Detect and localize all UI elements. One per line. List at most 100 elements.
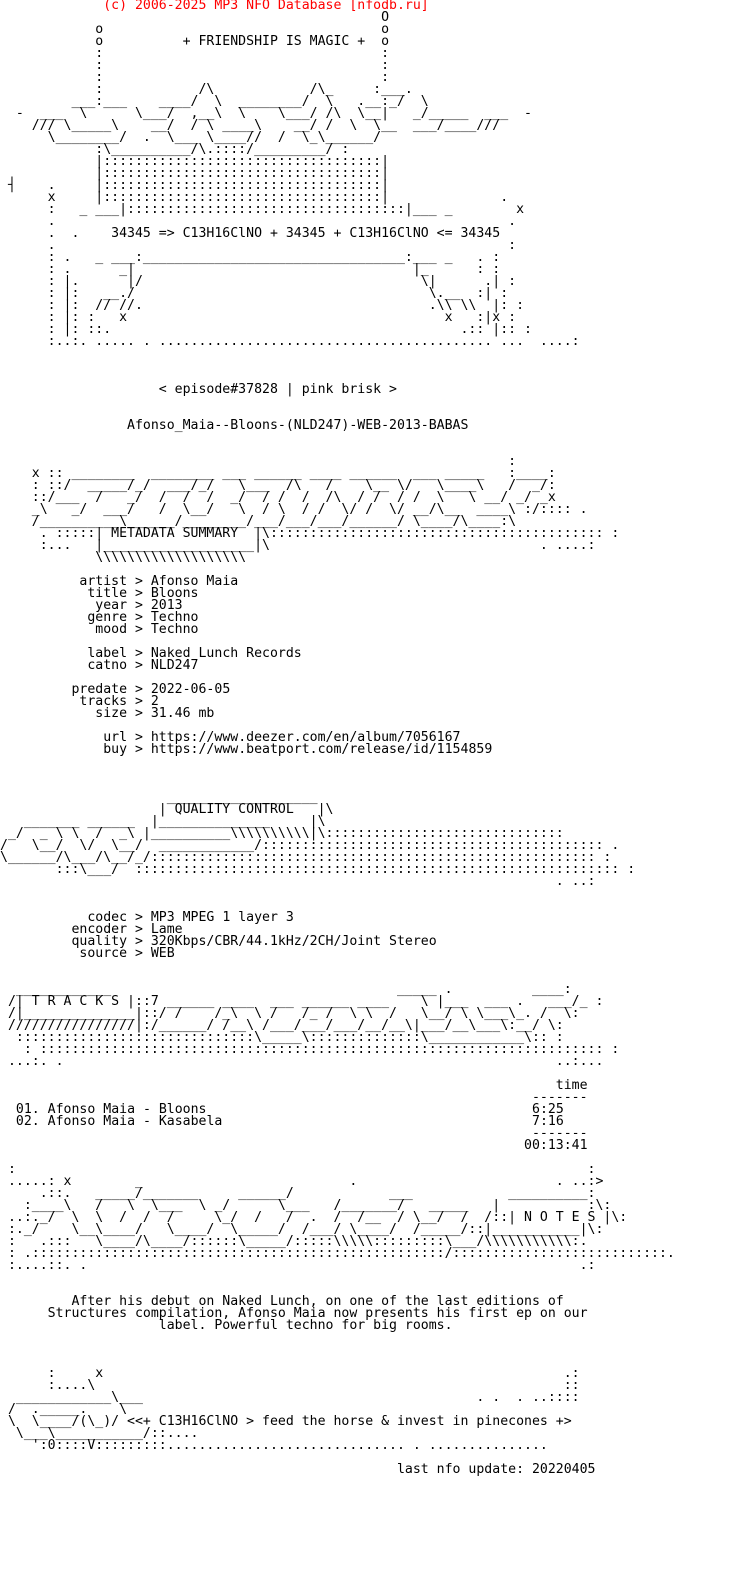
art-line: /__________\______/________/___/___/___/… [0,514,517,529]
metadata-row-tracks: tracks > 2 [0,694,159,709]
art-line: : [0,454,517,469]
footer-art: : x .: :....\ :: ____________\___ [0,1366,736,1453]
art-line: .....: x _ . . ..:> [0,1174,604,1189]
art-line: | QUALITY CONTROL |\ [0,802,334,817]
art-line: \______/\___/\__/_/:::::::::::::::::::::… [0,850,612,865]
art-line: \ \____/(\_)/ <<+ C13H16ClNO > feed the … [0,1414,572,1429]
art-line: ___________________ [0,790,318,805]
art-line: . ..: [0,874,596,889]
metadata-row-size: size > 31.46 mb [0,706,215,721]
art-line: : /\ /\_ :___. [0,82,413,97]
encoder-value: Lame [150,922,183,937]
art-line: _/ _ \ \ / _\ |__________\\\\\\\\\\|\:::… [0,826,564,841]
art-line: :____\ / \ \___ \ _/ \___ /_______/ ____… [0,1198,612,1213]
track-number: 02. [15,1114,40,1129]
art-line: o o [0,22,390,37]
art-line: |:::::::::::::::::::::::::::::::::::| [0,154,390,169]
size-value: 31.46 mb [150,706,215,721]
time-column-header: time [555,1078,588,1093]
nfo-document: (c) 2006-2025 MP3 NFO Database [nfodb.ru… [0,0,736,1477]
tracks-value: 2 [150,694,159,709]
track-name: Afonso Maia - Bloons [47,1102,207,1117]
art-line: /| T R A C K S |::7 ______ ____ ___ ____… [0,994,604,1009]
art-line: ::::::::::::::::::::::::::::::\_____\:::… [0,1030,564,1045]
art-line: .::. _____/_______ ______/ ___ _________… [0,1186,596,1201]
art-line: : |: ::. .:: |:: : [0,322,532,337]
art-line: / \__/ \/ \__/ ____________/::::::::::::… [0,838,620,853]
metadata-row-buy: buy > https://www.beatport.com/release/i… [0,742,493,757]
tracks-banner: ____________ _____ . ____: /| T R A C K … [0,982,736,1069]
art-line: : ::::::::::::::::::::::::::::::::::::::… [0,1042,620,1057]
metadata-row-predate: predate > 2022-06-05 [0,682,231,697]
total-time: 00:13:41 [524,1138,588,1153]
art-line: : : [0,1162,596,1177]
quality-banner: ___________________ | QUALITY CONTROL |\… [0,790,736,889]
quality-row-encoder: encoder > Lame [0,922,183,937]
notes-line: label. Powerful techno for big rooms. [0,1318,453,1333]
art-line: : ::/ _____/_/ ___/_/ \___ /\ / \__ \/ \… [0,478,556,493]
genre-value: Techno [150,610,199,625]
art-line: : _ ___|::::::::::::::::::::::::::::::::… [0,202,525,217]
notes-banner: : : .....: x _ . . ..:> .::. _____/_____… [0,1162,736,1272]
art-line: : : [0,46,390,61]
track-name: Afonso Maia - Kasabela [47,1114,223,1129]
notes-section: After his debut on Naked Lunch, on one o… [0,1295,736,1333]
track-number: 01. [15,1102,40,1117]
art-line: : |. |/ \| .| : [0,274,517,289]
header-credit[interactable]: (c) 2006-2025 MP3 NFO Database [nfodb.ru… [0,0,429,13]
art-line: ___:___ ____/ \ ________/ \ .__:_/ \ [0,94,429,109]
metadata-row-mood: mood > Techno [0,622,199,637]
tracklist-total: 00:13:41 [0,1138,736,1153]
tracklist-total-rule: ------- [531,1126,588,1141]
art-line: ..:._/ \ \ / / / \_/ / / . / /__ / \__/ … [0,1210,628,1225]
predate-value: 2022-06-05 [150,682,231,697]
art-line: o + FRIENDSHIP IS MAGIC + o [0,34,390,49]
buy-link[interactable]: https://www.beatport.com/release/id/1154… [150,742,493,757]
quality-row-codec: codec > MP3 MPEG 1 layer 3 [0,910,294,925]
metadata-row-catno: catno > NLD247 [0,658,199,673]
art-line: . :::::| METADATA SUMMARY |\::::::::::::… [0,526,620,541]
art-line: ____________ _____ . ____: [0,982,572,997]
art-line: \\\\\\\\\\\\\\\\\\\ [0,550,247,565]
art-line: . . 34345 => C13H16ClNO + 34345 + C13H16… [0,226,501,241]
art-line: / ._____. \ [0,1402,128,1417]
art-line: ////////////////|:/______/ /__\ /___/___… [0,1018,564,1033]
art-line: ┤ . |:::::::::::::::::::::::::::::::::::… [0,178,390,193]
art-line: |:::::::::::::::::::::::::::::::::::| [0,166,390,181]
art-line: :..:. ..... . ..........................… [0,334,580,349]
notes-line: Structures compilation, Afonso Maia now … [0,1306,588,1321]
quality-row-quality: quality > 320Kbps/CBR/44.1kHz/2CH/Joint … [0,934,437,949]
url-link[interactable]: https://www.deezer.com/en/album/7056167 [150,730,461,745]
art-line: ____________\___ . . . ..:::: [0,1390,580,1405]
metadata-banner: : x :: ________ ________ ___ ______ ____… [0,454,736,565]
metadata-row-genre: genre > Techno [0,610,199,625]
art-line: :... |___________________|\ . ....: [0,538,596,553]
art-line: \________/ . \___ \____// / \_\______/ [0,130,405,145]
quality-value: 320Kbps/CBR/44.1kHz/2CH/Joint Stereo [150,934,437,949]
art-line: : . _| |_ : : [0,262,501,277]
mood-value: Techno [150,622,199,637]
metadata-row-artist: artist > Afonso Maia [0,574,239,589]
art-line: /|______________|::/ / /_\ \ / /_ / \ \ … [0,1006,580,1021]
release-name: Afonso_Maia--Bloons-(NLD247)-WEB-2013-BA… [0,418,469,433]
art-line: :::\___/ :::::::::::::::::::::::::::::::… [0,862,636,877]
art-line: ':0::::V:::::::::.......................… [0,1438,548,1453]
art-line: ::/___ / _/ / / / _/ / / / /\ / / / / \ … [0,490,556,505]
art-line: :....\ :: [0,1378,580,1393]
metadata-row-year: year > 2013 [0,598,183,613]
art-line: \___\___________/::.... [0,1426,199,1441]
art-line: ...:. . ..:... [0,1054,604,1069]
track-time: 7:16 [532,1114,564,1129]
art-line: : .::: \____/\____/::::::\_____/:::::\\\… [0,1234,588,1249]
tracklist-header: time [0,1078,736,1093]
art-line: - ___ \ \___/ ,__\ \ \___/ /\ \__| _/___… [0,106,532,121]
art-line: : |: : x x :|x : [0,310,517,325]
art-line: . : [0,238,517,253]
art-line: : x .: [0,1366,580,1381]
track-row: 02. Afonso Maia - Kasabela 7:16 [0,1114,736,1129]
track-row: 01. Afonso Maia - Bloons 6:25 [0,1102,736,1117]
metadata-row-label: label > Naked Lunch Records [0,646,302,661]
last-update: last nfo update: 20220405 [0,1462,596,1477]
metadata-row-title: title > Bloons [0,586,199,601]
art-line: : |: __./ \.__ :| : [0,286,509,301]
